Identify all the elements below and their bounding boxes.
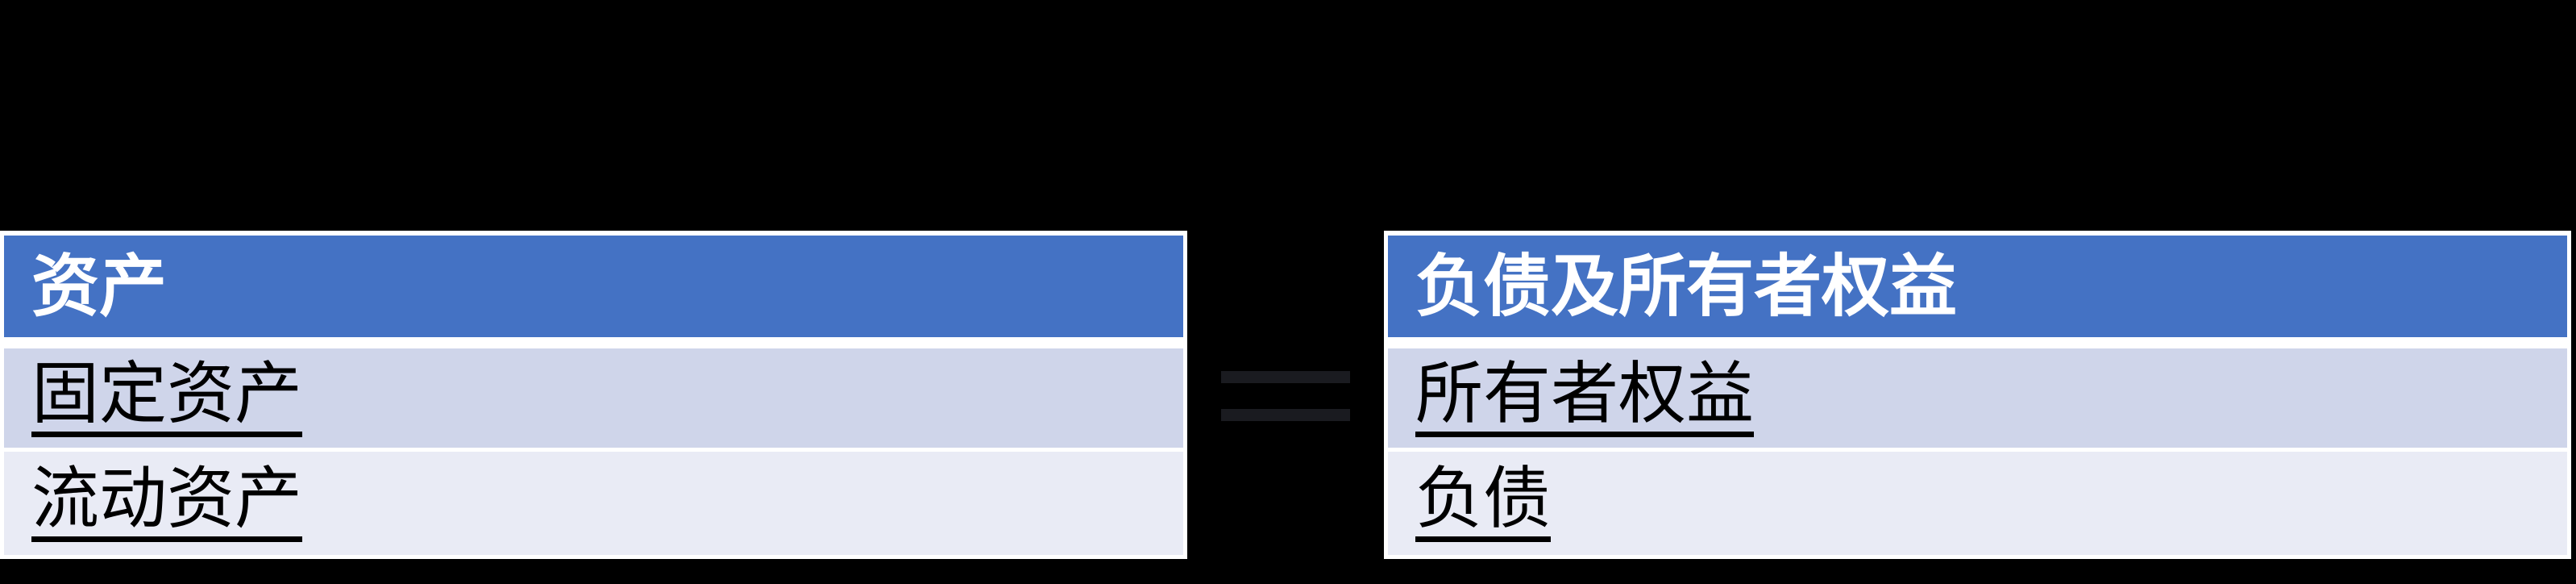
liabilities-label: 负债	[1415, 465, 1552, 542]
assets-table-header-cell: 资产	[4, 236, 1183, 337]
current-assets-label: 流动资产	[31, 465, 303, 542]
liabilities-equity-row-owners-equity: 所有者权益	[1388, 348, 2567, 448]
liabilities-equity-header-cell: 负债及所有者权益	[1388, 236, 2567, 337]
assets-table-header-label: 资产	[31, 248, 168, 324]
liabilities-equity-header-label: 负债及所有者权益	[1415, 248, 1958, 324]
fixed-assets-label: 固定资产	[31, 360, 303, 437]
equals-sign	[1221, 371, 1350, 421]
liabilities-equity-row-liabilities: 负债	[1388, 452, 2567, 555]
assets-table-row-fixed-assets: 固定资产	[4, 348, 1183, 448]
assets-table-row-current-assets: 流动资产	[4, 452, 1183, 555]
assets-table: 资产 固定资产 流动资产	[0, 231, 1187, 559]
liabilities-equity-table: 负债及所有者权益 所有者权益 负债	[1384, 231, 2571, 559]
equals-bar-top	[1221, 371, 1350, 383]
owners-equity-label: 所有者权益	[1415, 360, 1755, 437]
equals-bar-bottom	[1221, 409, 1350, 421]
